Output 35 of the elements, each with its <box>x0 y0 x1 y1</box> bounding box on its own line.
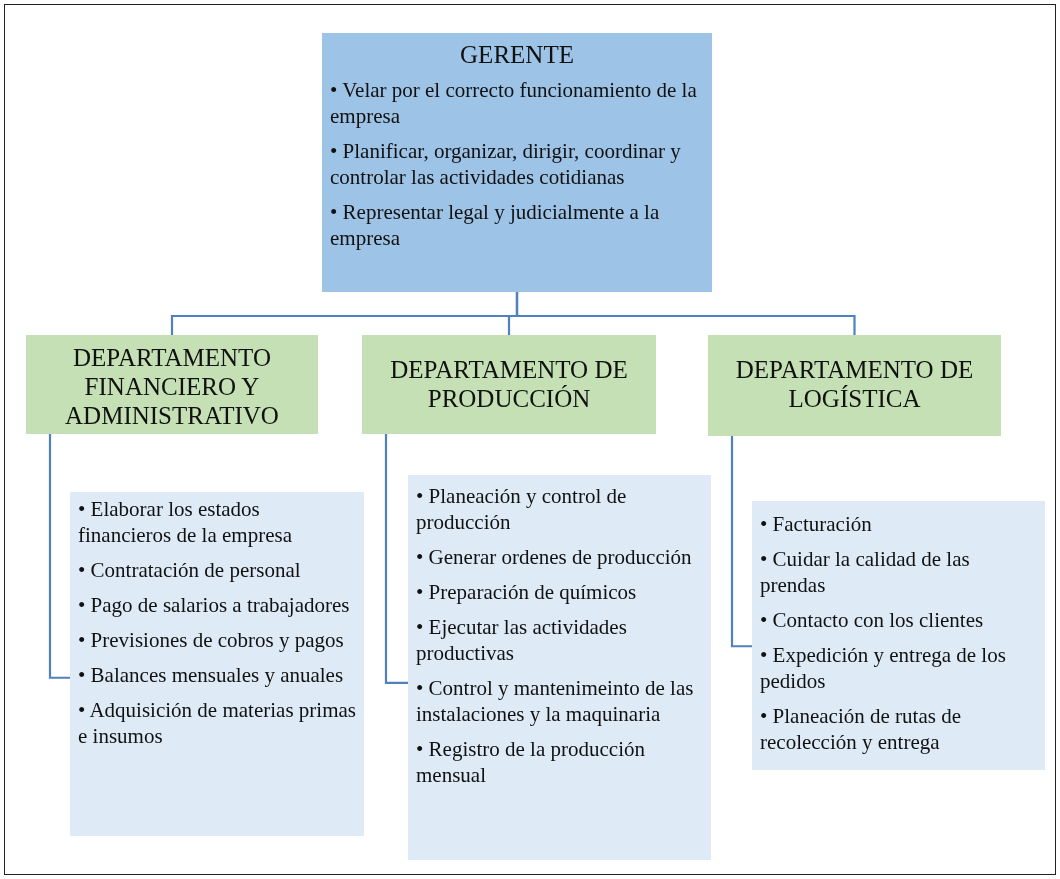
bullet-item: • Planeación de rutas de recolección y entrega <box>760 703 962 755</box>
bullet-item: • Preparación de químicos <box>416 579 638 605</box>
duties-box <box>752 501 1045 770</box>
box-title: GERENTE <box>459 41 575 69</box>
bullet-item: • Ejecutar las actividades productivas <box>416 614 628 666</box>
bullet-item: • Velar por el correcto funcionamiento de la empresa <box>330 77 698 129</box>
box-title: DEPARTAMENTO DE PRODUCCIÓN <box>389 355 629 413</box>
bullet-item: • Control y mantenimeinto de las instalaciones y la maquinaria <box>416 675 695 727</box>
bullet-item: • Previsiones de cobros y pagos <box>78 627 345 653</box>
bullet-item: • Cuidar la calidad de las prendas <box>760 546 971 598</box>
connector-line <box>515 292 856 335</box>
bullet-item: • Adquisición de materias primas e insumos <box>78 697 356 749</box>
bullet-item: • Generar ordenes de producción <box>416 544 693 570</box>
bullet-item: • Expedición y entrega de los pedidos <box>760 642 1007 694</box>
bullet-item: • Planeación y control de producción <box>416 483 628 535</box>
department-box <box>362 335 656 434</box>
bullet-item: • Registro de la producción mensual <box>416 736 646 788</box>
bullet-item: • Contacto con los clientes <box>760 607 985 633</box>
bullet-item: • Facturación <box>760 511 873 537</box>
box-title: DEPARTAMENTO DE LOGÍSTICA <box>734 355 975 413</box>
duties-box <box>408 475 711 860</box>
connector-line <box>384 434 408 684</box>
bullet-item: • Elaborar los estados financieros de la empresa <box>78 496 293 548</box>
department-box <box>708 335 1001 436</box>
connector-line <box>48 434 70 679</box>
manager-box <box>322 33 712 292</box>
box-title: DEPARTAMENTO FINANCIERO Y ADMINISTRATIVO <box>64 343 280 430</box>
connector-line <box>730 436 752 648</box>
duties-box <box>70 492 364 836</box>
bullet-item: • Balances mensuales y anuales <box>78 662 345 688</box>
department-box <box>26 335 318 434</box>
bullet-item: • Contratación de personal <box>78 557 302 583</box>
bullet-item: • Representar legal y judicialmente a la empresa <box>330 199 661 251</box>
bullet-item: • Pago de salarios a trabajadores <box>78 592 351 618</box>
bullet-item: • Planificar, organizar, dirigir, coordinar y controlar las actividades cotidianas <box>330 138 682 190</box>
